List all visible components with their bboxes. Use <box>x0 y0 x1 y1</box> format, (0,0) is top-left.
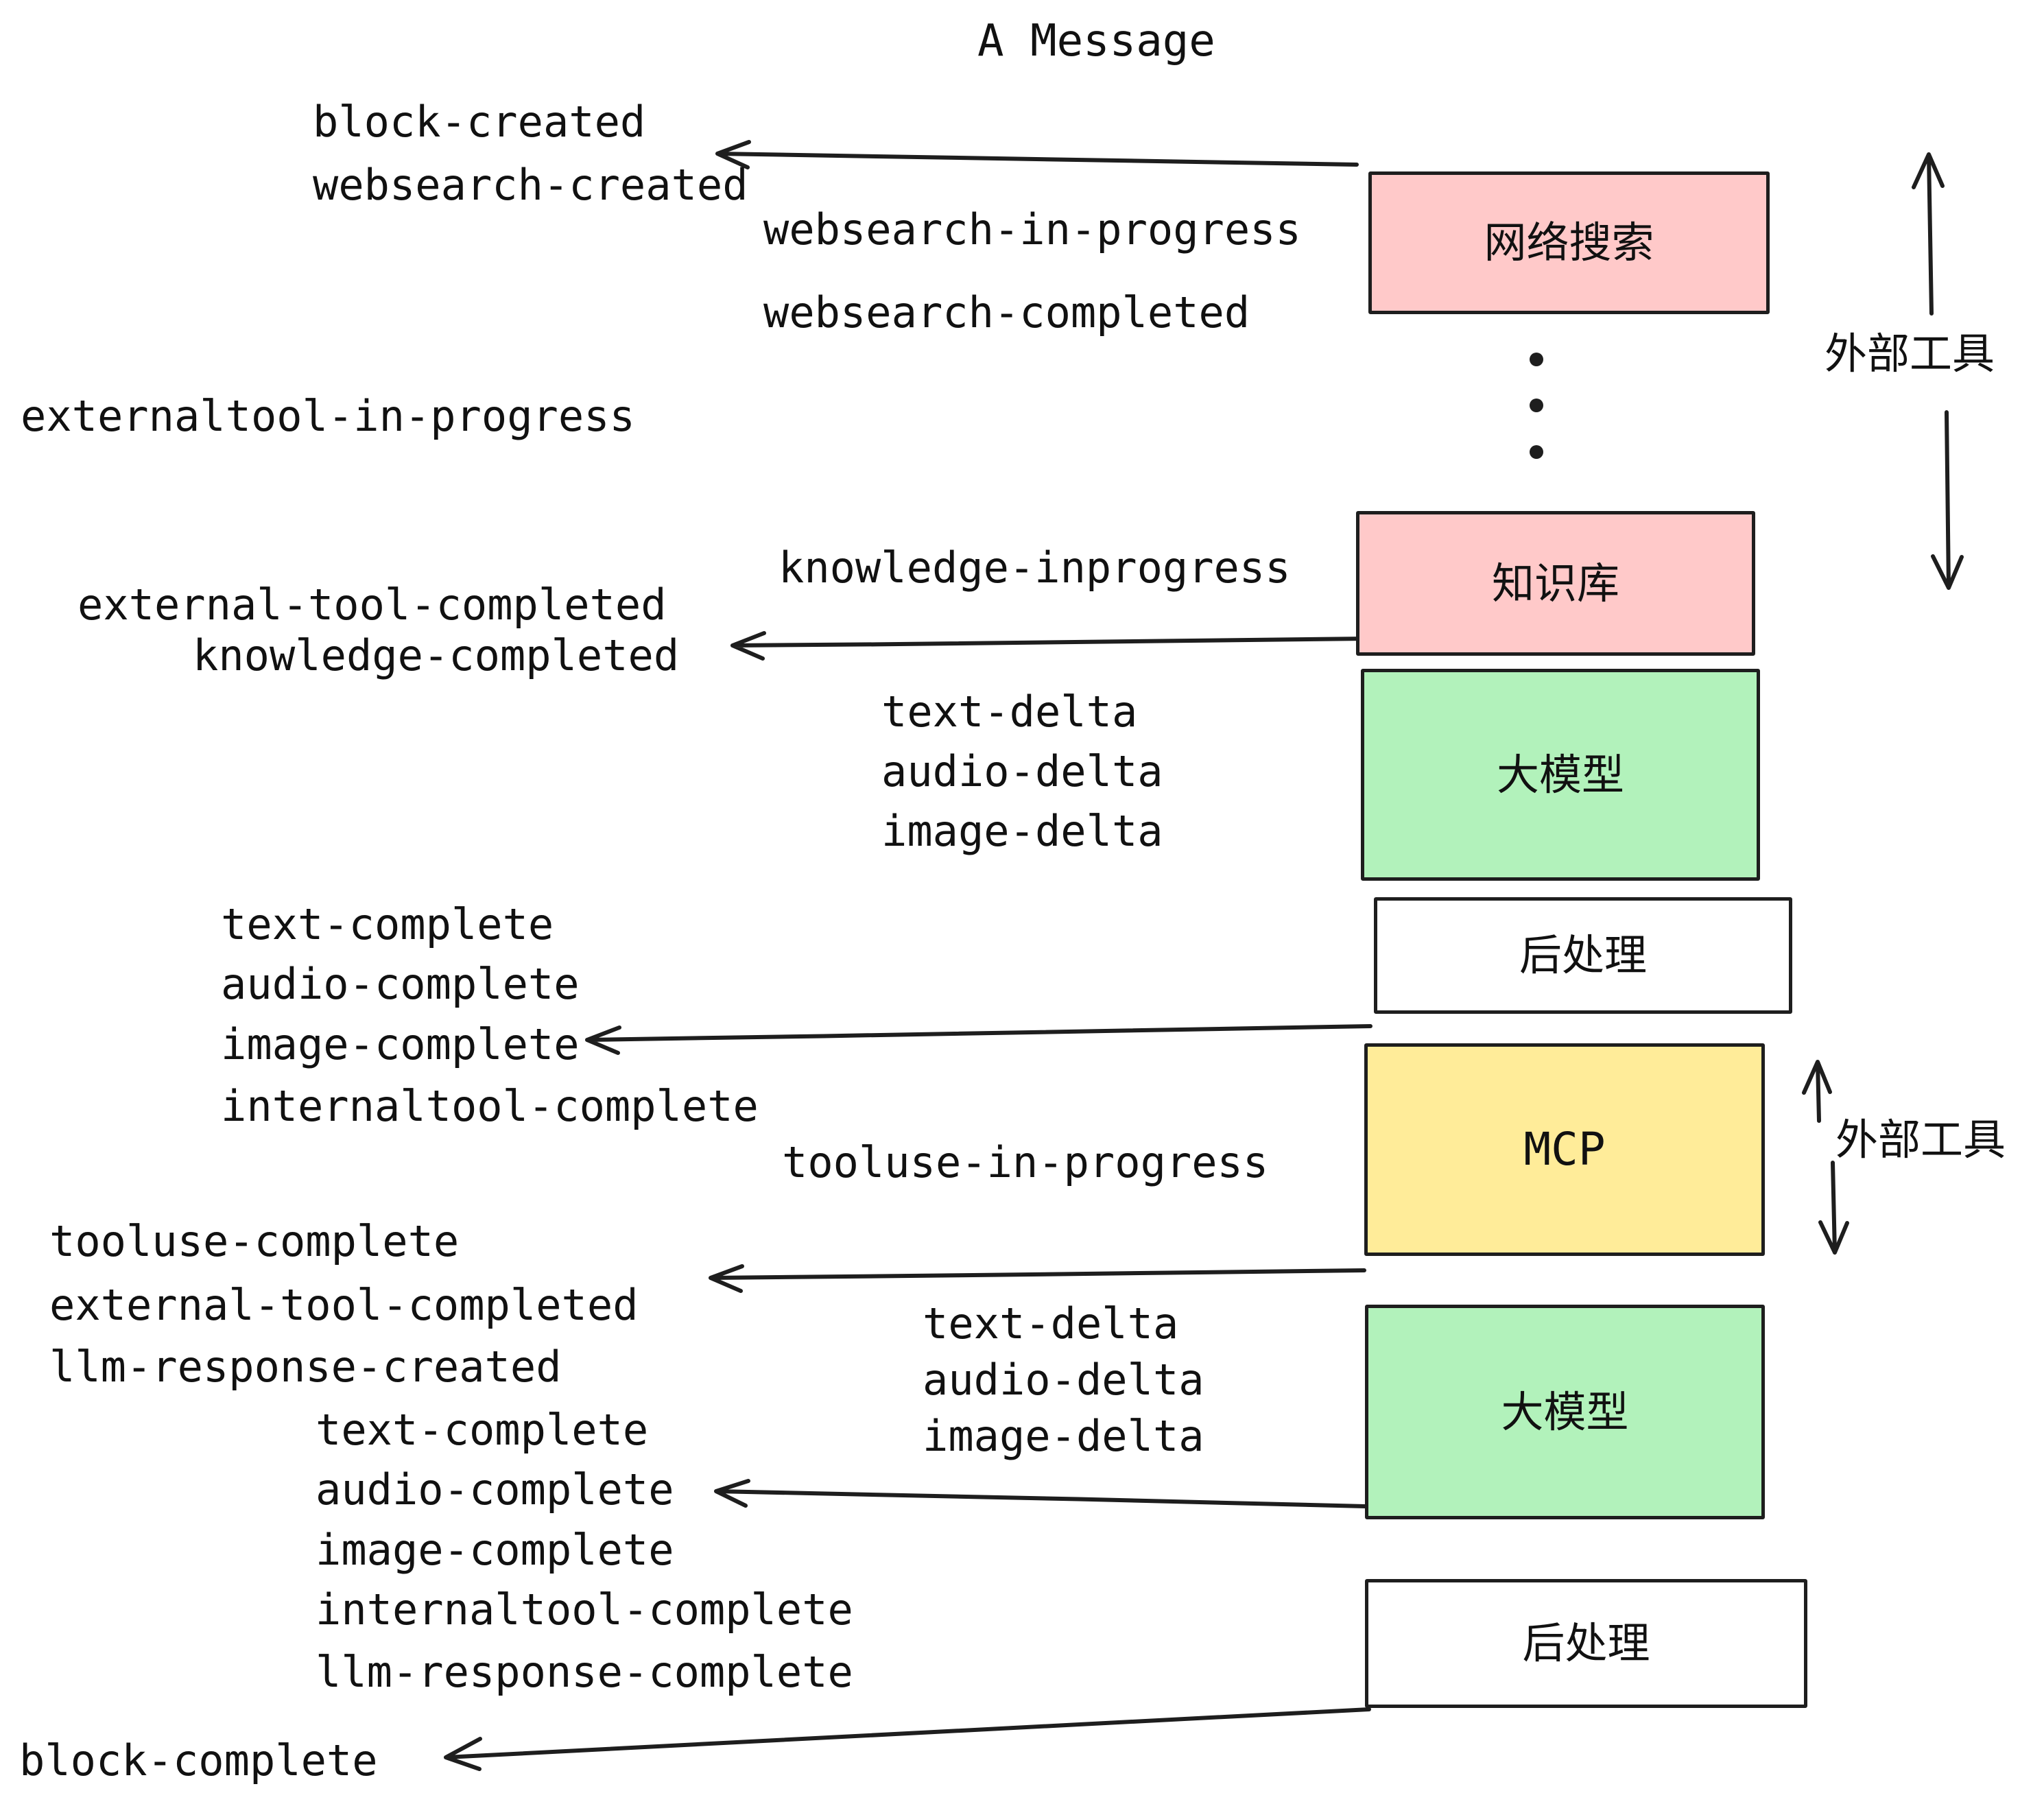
box-postprocess-1-label: 后处理 <box>1519 930 1647 980</box>
event-label-image-delta-2: image-delta <box>923 1411 1204 1461</box>
event-label-tooluse-complete: tooluse-complete <box>49 1216 460 1266</box>
side-label-external-tools-1: 外部工具 <box>1825 329 1995 379</box>
event-label-image-complete-2: image-complete <box>316 1525 674 1575</box>
event-label-text-delta-2: text-delta <box>923 1298 1179 1349</box>
box-llm-2: 大模型 <box>1365 1305 1765 1519</box>
arrow-down-external-tools-2 <box>1818 1161 1849 1255</box>
arrow-left-knowledge-completed <box>730 631 1368 661</box>
event-label-websearch-in-progress: websearch-in-progress <box>763 204 1301 254</box>
page-title: A Message <box>977 16 1215 67</box>
box-knowledge: 知识库 <box>1356 511 1755 656</box>
box-postprocess-2: 后处理 <box>1365 1579 1807 1708</box>
box-llm-2-label: 大模型 <box>1501 1386 1629 1437</box>
event-label-knowledge-inprogress: knowledge-inprogress <box>779 543 1291 593</box>
event-label-image-delta-1: image-delta <box>881 806 1163 856</box>
event-label-block-complete: block-complete <box>19 1735 378 1785</box>
event-label-image-complete-1: image-complete <box>221 1019 580 1069</box>
event-label-text-complete-2: text-complete <box>316 1405 649 1455</box>
event-label-internaltool-complete-2: internaltool-complete <box>316 1585 853 1635</box>
event-label-llm-response-created: llm-response-created <box>49 1342 562 1392</box>
event-label-audio-complete-2: audio-complete <box>316 1464 674 1515</box>
box-postprocess-2-label: 后处理 <box>1522 1618 1650 1668</box>
event-label-externaltool-in-progress: externaltool-in-progress <box>21 391 635 441</box>
event-label-audio-delta-2: audio-delta <box>923 1355 1204 1405</box>
arrow-left-image-complete <box>585 1024 1372 1055</box>
box-llm-1-label: 大模型 <box>1496 749 1624 800</box>
event-label-external-tool-completed-1: external-tool-completed <box>78 580 667 630</box>
arrow-up-external-tools-2 <box>1802 1060 1832 1123</box>
box-websearch: 网络搜索 <box>1368 171 1770 314</box>
arrow-left-audio-complete <box>714 1479 1367 1508</box>
box-llm-1: 大模型 <box>1361 669 1760 881</box>
event-label-knowledge-completed: knowledge-completed <box>193 630 680 680</box>
ellipsis-dots-icon <box>1530 353 1543 459</box>
event-label-block-created: block-created <box>313 97 646 147</box>
event-label-llm-response-complete: llm-response-complete <box>316 1647 853 1697</box>
arrow-left-tooluse-complete <box>709 1264 1366 1293</box>
arrow-up-external-tools-1 <box>1912 152 1945 316</box>
box-mcp: MCP <box>1364 1043 1765 1256</box>
arrow-left-block-complete <box>444 1707 1371 1771</box>
event-label-internaltool-complete-1: internaltool-complete <box>221 1081 759 1131</box>
event-label-text-delta-1: text-delta <box>881 687 1138 737</box>
arrow-left-block-created <box>715 140 1359 169</box>
event-label-websearch-created: websearch-created <box>313 160 748 210</box>
event-label-audio-complete-1: audio-complete <box>221 959 580 1009</box>
arrow-down-external-tools-1 <box>1931 410 1964 590</box>
event-label-websearch-completed: websearch-completed <box>763 287 1250 337</box>
box-knowledge-label: 知识库 <box>1491 558 1619 608</box>
event-label-tooluse-in-progress: tooluse-in-progress <box>782 1137 1269 1187</box>
box-mcp-label: MCP <box>1523 1123 1606 1176</box>
side-label-external-tools-2: 外部工具 <box>1835 1115 2006 1165</box>
box-postprocess-1: 后处理 <box>1374 897 1792 1014</box>
box-websearch-label: 网络搜索 <box>1484 217 1654 268</box>
event-label-audio-delta-1: audio-delta <box>881 746 1163 796</box>
event-label-external-tool-completed-2: external-tool-completed <box>49 1280 639 1330</box>
event-label-text-complete-1: text-complete <box>221 899 554 949</box>
